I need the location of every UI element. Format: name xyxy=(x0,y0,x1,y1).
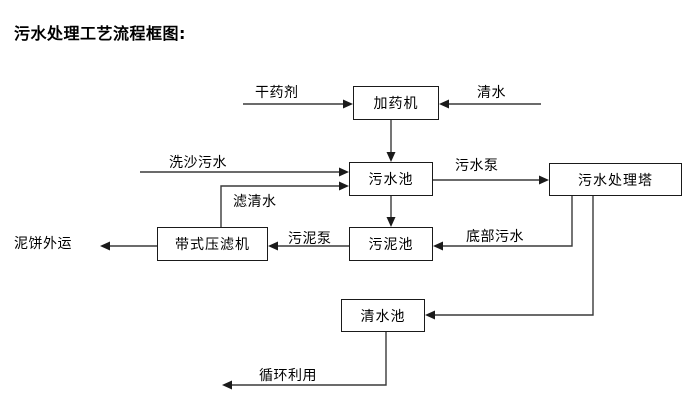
arrowhead-dry-agent xyxy=(343,99,353,109)
node-sewage-treatment-tower[interactable]: 污水处理塔 xyxy=(549,163,682,196)
node-label: 污水池 xyxy=(368,172,414,188)
arrowhead-filtered-clear-water xyxy=(339,181,349,191)
node-sewage-pool[interactable]: 污水池 xyxy=(349,162,433,196)
arrowhead-sludge-pump xyxy=(268,241,278,251)
edge-label-bottom-sewage: 底部污水 xyxy=(466,229,524,245)
edge-label-sewage-pump: 污水泵 xyxy=(455,158,499,174)
edge-bottom-sewage xyxy=(439,196,573,247)
edge-label-sludge-pump: 污泥泵 xyxy=(288,231,332,247)
arrowhead-sewage-pump xyxy=(539,175,549,185)
node-belt-filter-press[interactable]: 带式压滤机 xyxy=(157,227,268,261)
arrowhead-sewage-to-sludge-pool xyxy=(386,217,396,227)
node-clean-water-pool[interactable]: 清水池 xyxy=(341,299,425,332)
arrowhead-recycling-reuse xyxy=(222,380,232,390)
arrowhead-tower-to-clean-water-pool xyxy=(425,310,435,320)
edge-filtered-clear-water xyxy=(220,185,343,227)
edge-recycling-reuse xyxy=(228,332,387,386)
edge-label-mud-cake-outbound: 泥饼外运 xyxy=(14,236,72,252)
edge-label-recycling-reuse: 循环利用 xyxy=(259,368,317,384)
arrowhead-dosing-to-sewage-pool xyxy=(386,152,396,162)
node-sludge-pool[interactable]: 污泥池 xyxy=(349,227,433,261)
arrowhead-mud-cake-outbound xyxy=(100,241,110,251)
edge-label-clean-water-in: 清水 xyxy=(477,85,506,101)
arrowhead-sand-washing-sewage xyxy=(339,167,349,177)
page-title: 污水处理工艺流程框图: xyxy=(14,24,186,43)
node-label: 带式压滤机 xyxy=(175,237,250,253)
arrowhead-clean-water-in xyxy=(439,99,449,109)
node-label: 污泥池 xyxy=(368,237,414,253)
edge-label-dry-agent: 干药剂 xyxy=(255,85,299,101)
node-label: 加药机 xyxy=(373,96,419,112)
edge-tower-to-clean-water-pool xyxy=(431,196,594,316)
node-dosing-machine[interactable]: 加药机 xyxy=(353,86,439,120)
edge-label-filtered-clear-water: 滤清水 xyxy=(233,194,277,210)
arrowhead-bottom-sewage xyxy=(433,241,443,251)
edge-label-sand-washing-sewage: 洗沙污水 xyxy=(169,155,227,171)
node-label: 污水处理塔 xyxy=(578,172,653,189)
node-label: 清水池 xyxy=(360,308,406,325)
